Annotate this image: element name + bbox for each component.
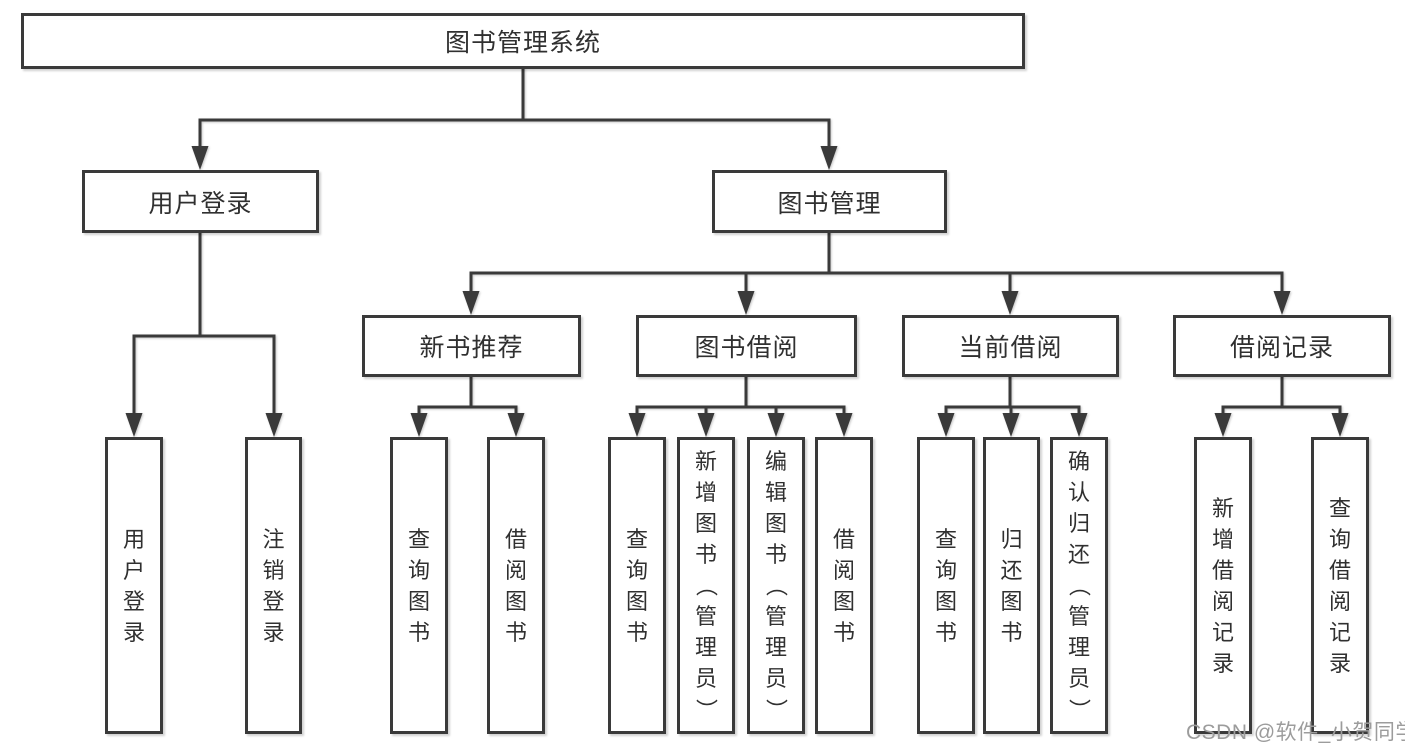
node-new-book-recommend: 新书推荐 [362,315,581,377]
connector-current-borrowing-to-leaves [944,375,1081,415]
arrowhead [125,413,143,437]
csdn-watermark: CSDN @软件_小贺同学 [1186,721,1405,744]
connector-user-login-to-leaves [132,231,276,415]
arrowhead [937,413,955,437]
arrowhead [1070,413,1088,437]
node-user-login: 用户登录 [82,170,319,233]
connector-borrowing-records-to-leaves [1221,375,1342,415]
leaf-confirm-return-admin: 确认归还（管理员） [1050,437,1108,734]
arrowhead [462,291,480,315]
leaf-edit-books-admin: 编辑图书（管理员） [747,437,805,734]
leaf-query-books-current: 查询图书 [917,437,975,734]
arrowhead [820,146,838,170]
node-book-management: 图书管理 [712,170,947,233]
node-current-borrowing: 当前借阅 [902,315,1119,377]
connector-new-book-recommend-to-leaves [417,375,518,415]
node-borrowing-records: 借阅记录 [1173,315,1391,377]
arrowhead [835,413,853,437]
arrowhead [628,413,646,437]
leaf-user-login: 用户登录 [105,437,163,734]
arrowhead [1001,291,1019,315]
arrowhead [737,291,755,315]
leaf-query-borrow-record: 查询借阅记录 [1311,437,1369,734]
leaf-query-books-recommend: 查询图书 [390,437,448,734]
leaf-return-books: 归还图书 [983,437,1040,734]
arrowhead [410,413,428,437]
node-root: 图书管理系统 [21,13,1025,69]
arrowhead [767,413,785,437]
arrowhead [697,413,715,437]
node-book-borrowing: 图书借阅 [636,315,857,377]
leaf-logout: 注销登录 [245,437,302,734]
leaf-borrow-books-recommend: 借阅图书 [487,437,545,734]
leaf-borrow-books-borrowing: 借阅图书 [815,437,873,734]
arrowhead [1214,413,1232,437]
arrowhead [265,413,283,437]
connector-root-to-level2 [198,67,831,148]
arrowhead [507,413,525,437]
leaf-add-borrow-record: 新增借阅记录 [1194,437,1252,734]
arrowhead [1002,413,1020,437]
leaf-query-books-borrowing: 查询图书 [608,437,666,734]
connector-book-borrowing-to-leaves [635,375,846,415]
arrowhead [191,146,209,170]
arrowhead [1273,291,1291,315]
arrowheads [125,146,1349,437]
connector-book-management-to-level3 [469,231,1284,293]
leaf-add-books-admin: 新增图书（管理员） [677,437,735,734]
connector-paths [132,67,1342,415]
arrowhead [1331,413,1349,437]
